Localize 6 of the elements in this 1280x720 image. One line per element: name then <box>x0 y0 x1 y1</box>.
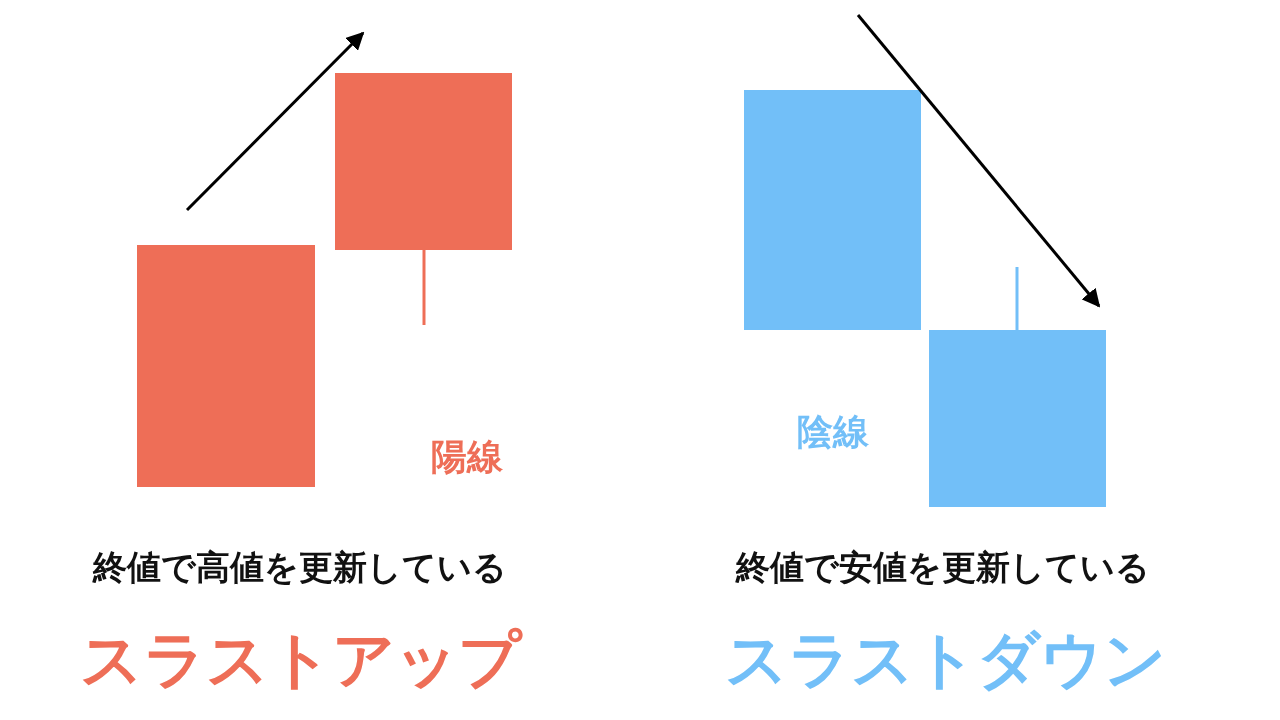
description-text: 終値で高値を更新している <box>93 549 507 587</box>
pattern-title: スラストアップ <box>79 625 521 695</box>
candle-type-label: 陰線 <box>797 412 869 452</box>
candle-type-label: 陽線 <box>431 437 503 477</box>
description-text: 終値で安値を更新している <box>736 549 1150 587</box>
pattern-title: スラストダウン <box>724 625 1166 695</box>
